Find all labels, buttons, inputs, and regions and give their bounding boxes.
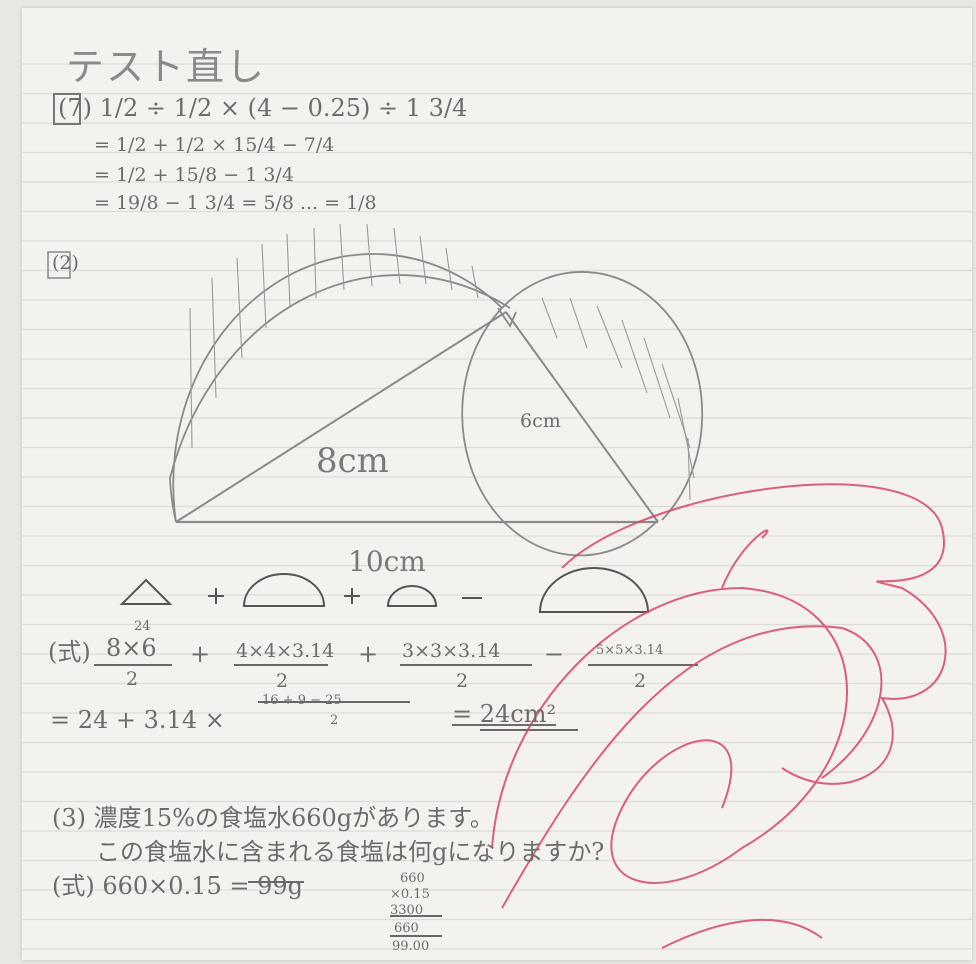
term-1-numerator: 8×6 [106, 634, 157, 662]
term-1-note: 24 [134, 619, 151, 634]
term-3-denominator: 2 [456, 670, 469, 692]
calc-row-5: 99.00 [392, 939, 430, 954]
problem-1-line-2: = 1/2 + 1/2 × 15/4 − 7/4 [94, 134, 335, 156]
inner-arc-8cm [172, 253, 503, 523]
large-arc [169, 274, 511, 523]
semicircle-big-icon [538, 567, 650, 613]
side-6cm [505, 311, 659, 523]
calc-row-3: 3300 [390, 903, 424, 918]
calc-row-2: ×0.15 [390, 887, 430, 902]
semicircle-small-icon [386, 585, 438, 607]
notebook-page: テスト直し (7) 1/2 ÷ 1/2 × (4 − 0.25) ÷ 1 3/4… [22, 8, 972, 960]
ruled-lines [22, 63, 972, 950]
simplified-numerator: 16 + 9 − 25 [262, 693, 342, 708]
problem-number-box [53, 93, 81, 125]
triangle-icon [119, 578, 173, 605]
page-title: テスト直し [66, 45, 267, 89]
problem-1-line-4: = 19/8 − 1 3/4 = 5/8 ... = 1/8 [94, 192, 377, 214]
answer-2: = 24cm² [452, 700, 557, 728]
op-plus-2: + [358, 640, 379, 668]
term-2-numerator: 4×4×3.14 [236, 640, 335, 662]
hatching [189, 223, 695, 501]
calc-row-4: 660 [394, 921, 419, 936]
op-minus: − [544, 640, 565, 668]
problem-1-line-1: (7) 1/2 ÷ 1/2 × (4 − 0.25) ÷ 1 3/4 [58, 94, 468, 122]
page-drawing [22, 63, 972, 950]
op-plus-1: + [190, 640, 211, 668]
formula-prefix: (式) [48, 638, 91, 666]
label-8cm: 8cm [316, 441, 389, 481]
problem-3-line-2: この食塩水に含まれる食塩は何gになりますか? [96, 838, 605, 866]
side-8cm [175, 311, 507, 523]
simplified-line: = 24 + 3.14 × [50, 706, 225, 734]
problem-number-box-2 [47, 251, 71, 279]
label-6cm: 6cm [520, 410, 561, 432]
term-4-denominator: 2 [634, 670, 647, 692]
inner-arc [461, 307, 659, 557]
semicircle-large-icon [242, 573, 326, 607]
problem-3-line-1: (3) 濃度15%の食塩水660gがあります。 [52, 804, 494, 832]
term-4-numerator: 5×5×3.14 [596, 643, 664, 658]
term-2-denominator: 2 [276, 670, 289, 692]
problem-3-formula: (式) 660×0.15 = 99g [52, 872, 303, 900]
term-1-denominator: 2 [126, 668, 139, 690]
problem-1-line-3: = 1/2 + 15/8 − 1 3/4 [94, 164, 294, 186]
term-3-numerator: 3×3×3.14 [402, 640, 501, 662]
simplified-denominator: 2 [330, 713, 339, 728]
problem-2-number: (2) [52, 252, 79, 274]
arc-6cm [501, 271, 704, 521]
calc-row-1: 660 [400, 871, 425, 886]
label-10cm: 10cm [348, 545, 426, 578]
right-angle-mark [497, 307, 517, 328]
red-grading-mark [491, 483, 947, 949]
